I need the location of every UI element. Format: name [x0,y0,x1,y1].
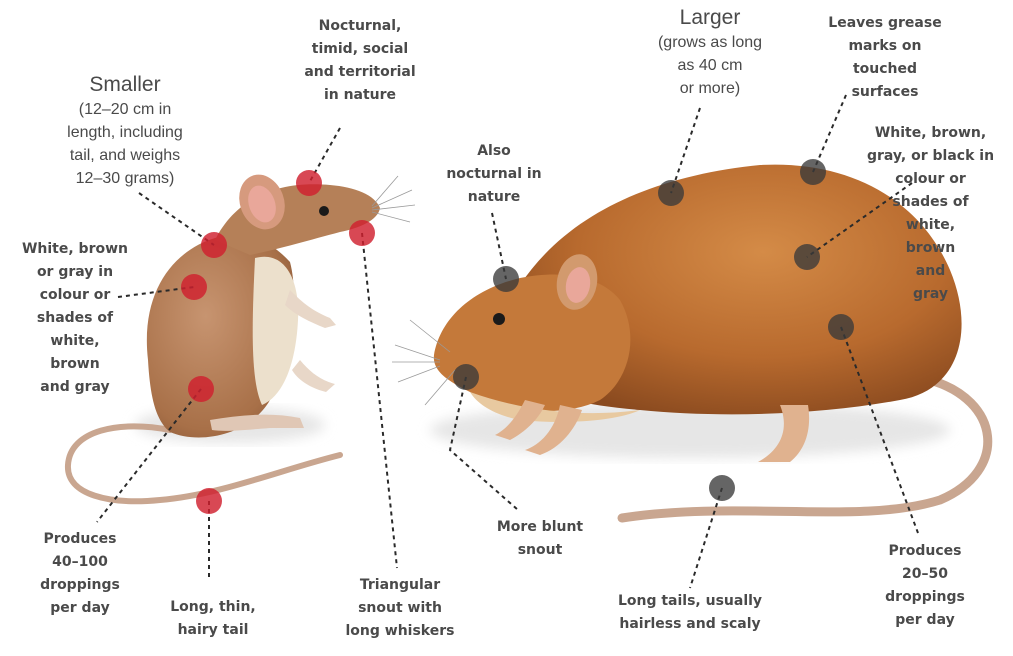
marker-mouse-behaviour [296,170,322,196]
rat-eye [493,313,505,325]
mouse-whiskers [372,176,415,222]
leader-rat-tail [690,488,722,588]
mouse-title: Smaller [50,72,200,98]
rat-grease-label: Leaves grease marks on touched surfaces [810,12,960,104]
mouse-tail-label: Long, thin, hairy tail [158,596,268,642]
mouse-colour-label: White, brown or gray in colour or shades… [5,238,145,399]
rat-behaviour-label: Also nocturnal in nature [424,140,564,209]
marker-mouse-colour [181,274,207,300]
mouse-eye [319,206,329,216]
mouse-droppings-label: Produces 40–100 droppings per day [20,528,140,620]
rat-head [434,274,631,411]
mouse-subtitle: (12–20 cm in length, including tail, and… [35,98,215,190]
marker-mouse-droppings [188,376,214,402]
rat-tail-label: Long tails, usually hairless and scaly [590,590,790,636]
rat-droppings-label: Produces 20–50 droppings per day [860,540,990,632]
rat-title: Larger [635,5,785,31]
marker-mouse-tail [196,488,222,514]
marker-rat-snout [453,364,479,390]
mouse-front-paw-2 [292,360,335,392]
marker-rat-size [658,180,684,206]
leader-mouse-snout [362,233,397,568]
mouse-snout-label: Triangular snout with long whiskers [330,574,470,643]
marker-rat-behaviour [493,266,519,292]
marker-rat-tail [709,475,735,501]
marker-rat-grease [800,159,826,185]
mouse-behaviour-label: Nocturnal, timid, social and territorial… [285,15,435,107]
marker-rat-droppings [828,314,854,340]
leader-mouse-size [139,193,214,245]
rat-snout-label: More blunt snout [475,516,605,562]
marker-mouse-snout [349,220,375,246]
marker-mouse-size [201,232,227,258]
mouse-belly [253,257,298,405]
rat-colour-label: White, brown, gray, or black in colour o… [848,122,1013,306]
rat-subtitle: (grows as long as 40 cm or more) [630,31,790,100]
marker-rat-colour [794,244,820,270]
